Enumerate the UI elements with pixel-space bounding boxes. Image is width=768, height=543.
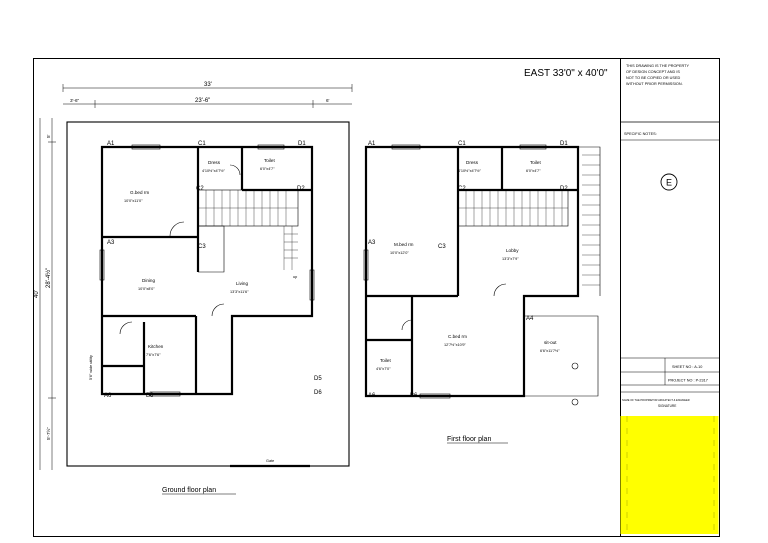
ground-tag-c3: C3 xyxy=(198,244,206,250)
ground-room-kitchen-size: 7'6"x7'6" xyxy=(146,353,161,357)
ground-dim-mid: 23'-6" xyxy=(195,98,210,104)
ground-room-living-size: 13'3"x11'6" xyxy=(230,290,249,294)
ground-room-dining-size: 10'0"x8'0" xyxy=(138,287,155,291)
title-block: THIS DRAWING IS THE PROPERTY OF DESIGN C… xyxy=(620,58,719,537)
north-symbol-letter: E xyxy=(666,178,672,188)
ground-utility-label: 5'6" wide utility xyxy=(89,355,93,380)
first-outer-walls xyxy=(364,145,580,398)
ground-plot-boundary xyxy=(66,121,350,467)
disclaimer-line-4: WITHOUT PRIOR PERMISSION. xyxy=(626,82,683,86)
ground-dim-total-depth: 40' xyxy=(34,290,40,298)
north-symbol-circle xyxy=(660,173,678,191)
first-tag-b6: B6 xyxy=(410,393,418,399)
ground-room-kitchen-name: Kitchen xyxy=(148,344,164,349)
ground-room-living-name: Living xyxy=(236,281,248,286)
first-internal-walls xyxy=(366,147,578,396)
first-tag-c1: C1 xyxy=(458,141,466,147)
ground-tag-a1: A1 xyxy=(107,141,115,147)
disclaimer-line-3: NOT TO BE COPIED OR USED xyxy=(626,76,680,80)
ground-room-toilet-size: 6'0"x4'7" xyxy=(260,167,275,171)
first-caption: First floor plan xyxy=(447,436,491,443)
first-tag-d2: D2 xyxy=(560,186,568,192)
first-room-dress-size: 4'10½"x4'7½" xyxy=(458,169,482,173)
first-tag-a6: A6 xyxy=(368,393,376,399)
first-room-toilet2-name: Toilet xyxy=(380,358,391,363)
disclaimer-line-1: THIS DRAWING IS THE PROPERTY xyxy=(626,64,689,68)
ground-tag-b6: B6 xyxy=(146,393,154,399)
ground-tag-d2: D2 xyxy=(297,186,305,192)
first-staircase xyxy=(457,189,569,227)
ground-tag-a3: A3 xyxy=(107,240,115,246)
ground-tag-d5: D5 xyxy=(314,376,322,382)
ground-tag-a6: A6 xyxy=(104,393,112,399)
first-tag-a4: A4 xyxy=(526,316,534,322)
first-room-sitout-name: sit-out xyxy=(544,340,557,345)
ground-room-master-name: G.bed rm xyxy=(130,190,149,195)
ground-stair-up: up xyxy=(293,275,297,279)
first-room-toilet2-size: 4'6"x7'0" xyxy=(376,367,391,371)
first-room-dress-name: Dress xyxy=(466,160,479,165)
first-room-cbed-size: 12'7½"x10'9" xyxy=(444,343,467,347)
ground-outer-walls xyxy=(100,145,314,396)
first-room-lobby-size: 13'3"x7'9" xyxy=(502,257,519,261)
firm-signature: SIGNATURE xyxy=(658,404,676,408)
ground-internal-walls xyxy=(102,147,312,394)
ground-floor-plan: Gate 33' 3'-6" 23'-6" 6' 40' 28'-4½" 5' … xyxy=(34,82,353,495)
first-floor-plan: M.bed rm 10'0"x12'0" Dress 4'10½"x4'7½" … xyxy=(363,141,601,444)
ground-caption: Ground floor plan xyxy=(162,487,216,494)
sheet-title: EAST 33'0" x 40'0" xyxy=(524,68,608,79)
first-tag-d1: D1 xyxy=(560,141,568,147)
first-room-master-size: 10'0"x12'0" xyxy=(390,251,409,255)
first-tag-a1: A1 xyxy=(368,141,376,147)
ground-dim-bottom-setback: 5'-7½" xyxy=(45,427,51,440)
sheet-border xyxy=(33,58,720,537)
first-room-cbed-name: C.bed rm xyxy=(448,334,467,339)
ground-tag-c1: C1 xyxy=(198,141,206,147)
sheet-number: SHEET NO : A-10 xyxy=(672,365,702,369)
first-tag-c2: C2 xyxy=(458,186,466,192)
ground-room-master-size: 10'0"x11'0" xyxy=(124,199,143,203)
first-room-sitout-size: 6'6"x11'7½" xyxy=(540,349,560,353)
firm-name: NAME OF THE PROPRIETOR ARCHITECT & ENGIN… xyxy=(622,398,690,402)
ground-dim-right: 6' xyxy=(326,98,330,103)
first-balcony-railing xyxy=(524,146,601,397)
first-room-toilet-size: 6'0"x4'7" xyxy=(526,169,541,173)
first-tag-a3: A3 xyxy=(368,240,376,246)
disclaimer-line-2: OF DESIGN CONCEPT AND IS xyxy=(626,70,680,74)
ground-tag-d6: D6 xyxy=(314,390,322,396)
ground-room-dress-name: Dress xyxy=(208,160,221,165)
ground-dim-main-depth: 28'-4½" xyxy=(45,268,52,288)
ground-room-dining-name: Dining xyxy=(142,278,155,283)
ground-dim-total-width: 33' xyxy=(204,82,212,88)
first-room-master-name: M.bed rm xyxy=(394,242,414,247)
ground-room-dress-size: 4'10½"x4'7½" xyxy=(202,169,226,173)
ground-room-toilet-name: Toilet xyxy=(264,158,275,163)
ground-dim-left: 3'-6" xyxy=(70,98,80,103)
project-number: PROJECT NO : P-2317 xyxy=(668,379,708,383)
first-room-toilet-name: Toilet xyxy=(530,160,541,165)
first-tag-c3: C3 xyxy=(438,244,446,250)
ground-gate-label: Gate xyxy=(266,459,274,463)
ground-dim-top-setback: 5' xyxy=(46,134,51,138)
ground-staircase xyxy=(197,189,299,273)
specific-notes-label: SPECIFIC NOTES: xyxy=(624,132,657,136)
ground-tag-c2: C2 xyxy=(196,186,204,192)
ground-tag-d1: D1 xyxy=(298,141,306,147)
redaction-highlight xyxy=(620,416,719,534)
first-room-lobby-name: Lobby xyxy=(506,248,519,253)
